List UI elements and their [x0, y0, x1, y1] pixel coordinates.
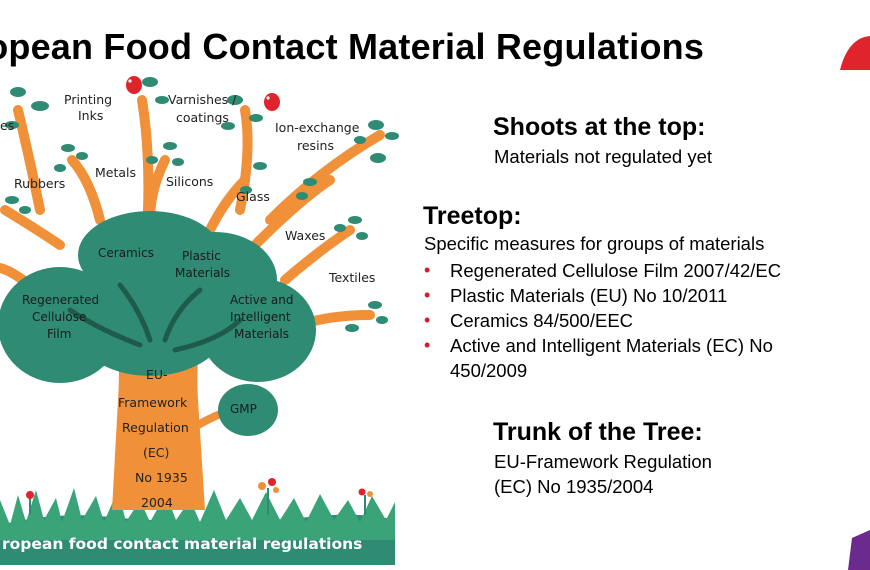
- bullet-dot-icon: •: [424, 285, 431, 305]
- text-trunk-2: (EC) No 1935/2004: [494, 476, 654, 497]
- label-textiles: Textiles: [328, 270, 375, 285]
- label-materials-2: Materials: [234, 327, 289, 341]
- label-ion-exchange: Ion-exchange: [275, 120, 360, 135]
- branches: [0, 95, 385, 330]
- bullet-text: 450/2009: [450, 360, 528, 381]
- heading-shoots: Shoots at the top:: [493, 113, 706, 141]
- label-intelligent: Intelligent: [230, 310, 291, 324]
- bullet-item: • Regenerated Cellulose Film 2007/42/EC: [424, 258, 781, 283]
- birds: [126, 76, 280, 111]
- label-ceramics: Ceramics: [98, 246, 154, 260]
- tree-illustration: es Printing Inks Varnishes / coatings Io…: [0, 70, 400, 565]
- bullet-item: • Ceramics 84/500/EEC: [424, 308, 781, 333]
- label-coatings: coatings: [176, 110, 229, 125]
- label-varnishes: Varnishes /: [168, 92, 237, 107]
- crown: [0, 211, 316, 383]
- label-regenerated: Regenerated: [22, 293, 99, 307]
- trunk-line-1: EU-: [146, 367, 168, 382]
- label-cellulose: Cellulose: [32, 310, 86, 324]
- slide-title: ropean Food Contact Material Regulations: [0, 26, 705, 67]
- label-materials: Materials: [175, 266, 230, 280]
- gmp-leaf: [218, 384, 278, 436]
- bullet-dot-icon: •: [424, 310, 431, 330]
- label-glass: Glass: [236, 189, 270, 204]
- banner-text: ropean food contact material regulations: [2, 535, 362, 553]
- trunk-line-2: Framework: [118, 395, 188, 410]
- bullet-text: Active and Intelligent Materials (EC) No: [450, 335, 773, 356]
- heading-treetop: Treetop:: [423, 202, 522, 230]
- tree-svg: es Printing Inks Varnishes / coatings Io…: [0, 76, 399, 565]
- corner-red-shape: [840, 36, 870, 70]
- label-es: es: [0, 118, 14, 133]
- bullet-text: Regenerated Cellulose Film 2007/42/EC: [450, 260, 782, 281]
- trunk-line-4: (EC): [143, 445, 169, 460]
- label-plastic: Plastic: [182, 249, 221, 263]
- bullet-item: • Active and Intelligent Materials (EC) N…: [424, 333, 781, 358]
- grass: [0, 488, 395, 540]
- label-printing: Printing: [64, 92, 112, 107]
- leaves: [5, 77, 399, 332]
- bullet-continuation: 450/2009: [424, 358, 781, 383]
- text-trunk-1: EU-Framework Regulation: [494, 451, 712, 472]
- text-shoots: Materials not regulated yet: [494, 146, 713, 167]
- label-metals: Metals: [95, 165, 136, 180]
- label-waxes: Waxes: [285, 228, 325, 243]
- bullet-dot-icon: •: [424, 335, 431, 355]
- heading-trunk: Trunk of the Tree:: [493, 418, 703, 446]
- bullet-item: • Plastic Materials (EU) No 10/2011: [424, 283, 781, 308]
- text-treetop: Specific measures for groups of material…: [424, 233, 765, 254]
- flowers: [26, 478, 373, 515]
- label-inks: Inks: [78, 108, 103, 123]
- trunk: [112, 340, 205, 510]
- treetop-bullet-list: • Regenerated Cellulose Film 2007/42/EC •…: [424, 258, 781, 383]
- trunk-line-3: Regulation: [122, 420, 189, 435]
- corner-purple-shape: [848, 530, 870, 570]
- trunk-line-5: No 1935: [135, 470, 188, 485]
- label-gmp: GMP: [230, 402, 257, 416]
- bullet-text: Plastic Materials (EU) No 10/2011: [450, 285, 728, 306]
- trunk-line-6: 2004: [141, 495, 173, 510]
- label-resins: resins: [297, 138, 334, 153]
- bullet-dot-icon: •: [424, 260, 431, 280]
- bullet-text: Ceramics 84/500/EEC: [450, 310, 634, 331]
- label-rubbers: Rubbers: [14, 176, 65, 191]
- label-silicons: Silicons: [166, 174, 213, 189]
- label-active: Active and: [230, 293, 294, 307]
- label-film: Film: [47, 327, 71, 341]
